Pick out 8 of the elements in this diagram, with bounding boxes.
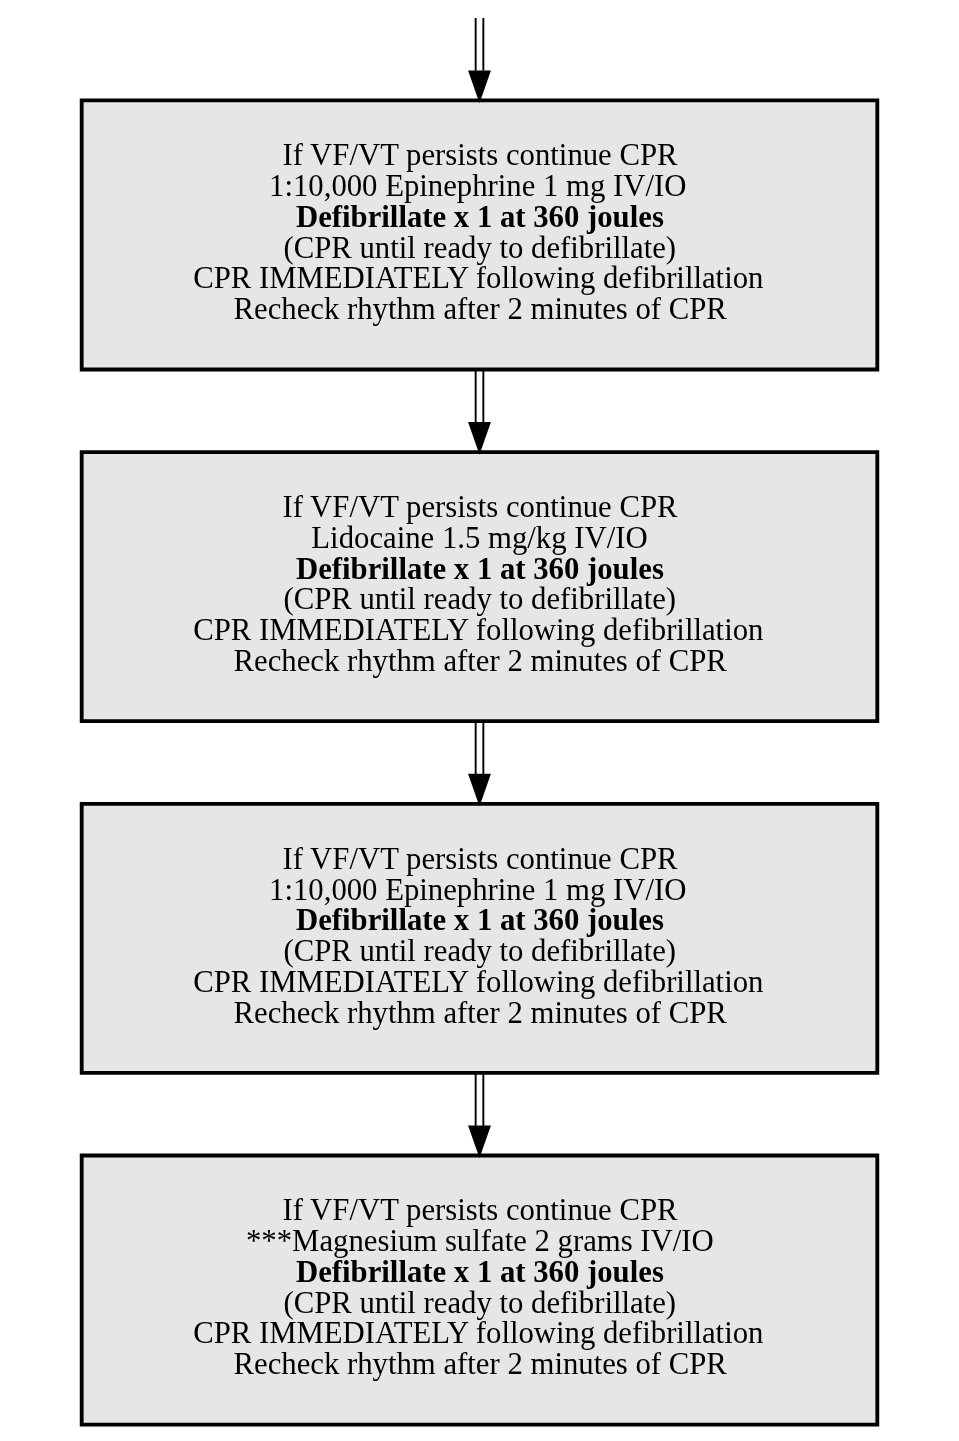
node-box: If VF/VT persists continue CPR 1:10,000 Epinephrine 1 mg IV/IO Defibrillate x 1 at 360 joules (CPR until ready to defibrillate) CPR IMMEDIATELY following defibrillation Recheck rhythm after 2 minutes of CPR	[79, 801, 880, 1075]
arrow	[468, 368, 491, 455]
arrow	[468, 1072, 491, 1159]
node-box: If VF/VT persists continue CPR Lidocaine 1.5 mg/kg IV/IO Defibrillate x 1 at 360 joules (CPR until ready to defibrillate) CPR IMMEDIATELY following defibrillation Recheck rhythm after 2 minutes of CPR	[79, 450, 880, 724]
node-box: If VF/VT persists continue CPR 1:10,000 Epinephrine 1 mg IV/IO Defibrillate x 1 at 360 joules (CPR until ready to defibrillate) CPR IMMEDIATELY following defibrillation Recheck rhythm after 2 minutes of CPR	[79, 98, 880, 372]
arrow	[468, 720, 491, 807]
node-box: If VF/VT persists continue CPR ***Magnesium sulfate 2 grams IV/IO Defibrillate x 1 at 360 joules (CPR until ready to defibrillate) CPR IMMEDIATELY following defibrillation Recheck rhythm after 2 minutes of CPR	[79, 1153, 880, 1427]
arrow	[468, 17, 491, 104]
